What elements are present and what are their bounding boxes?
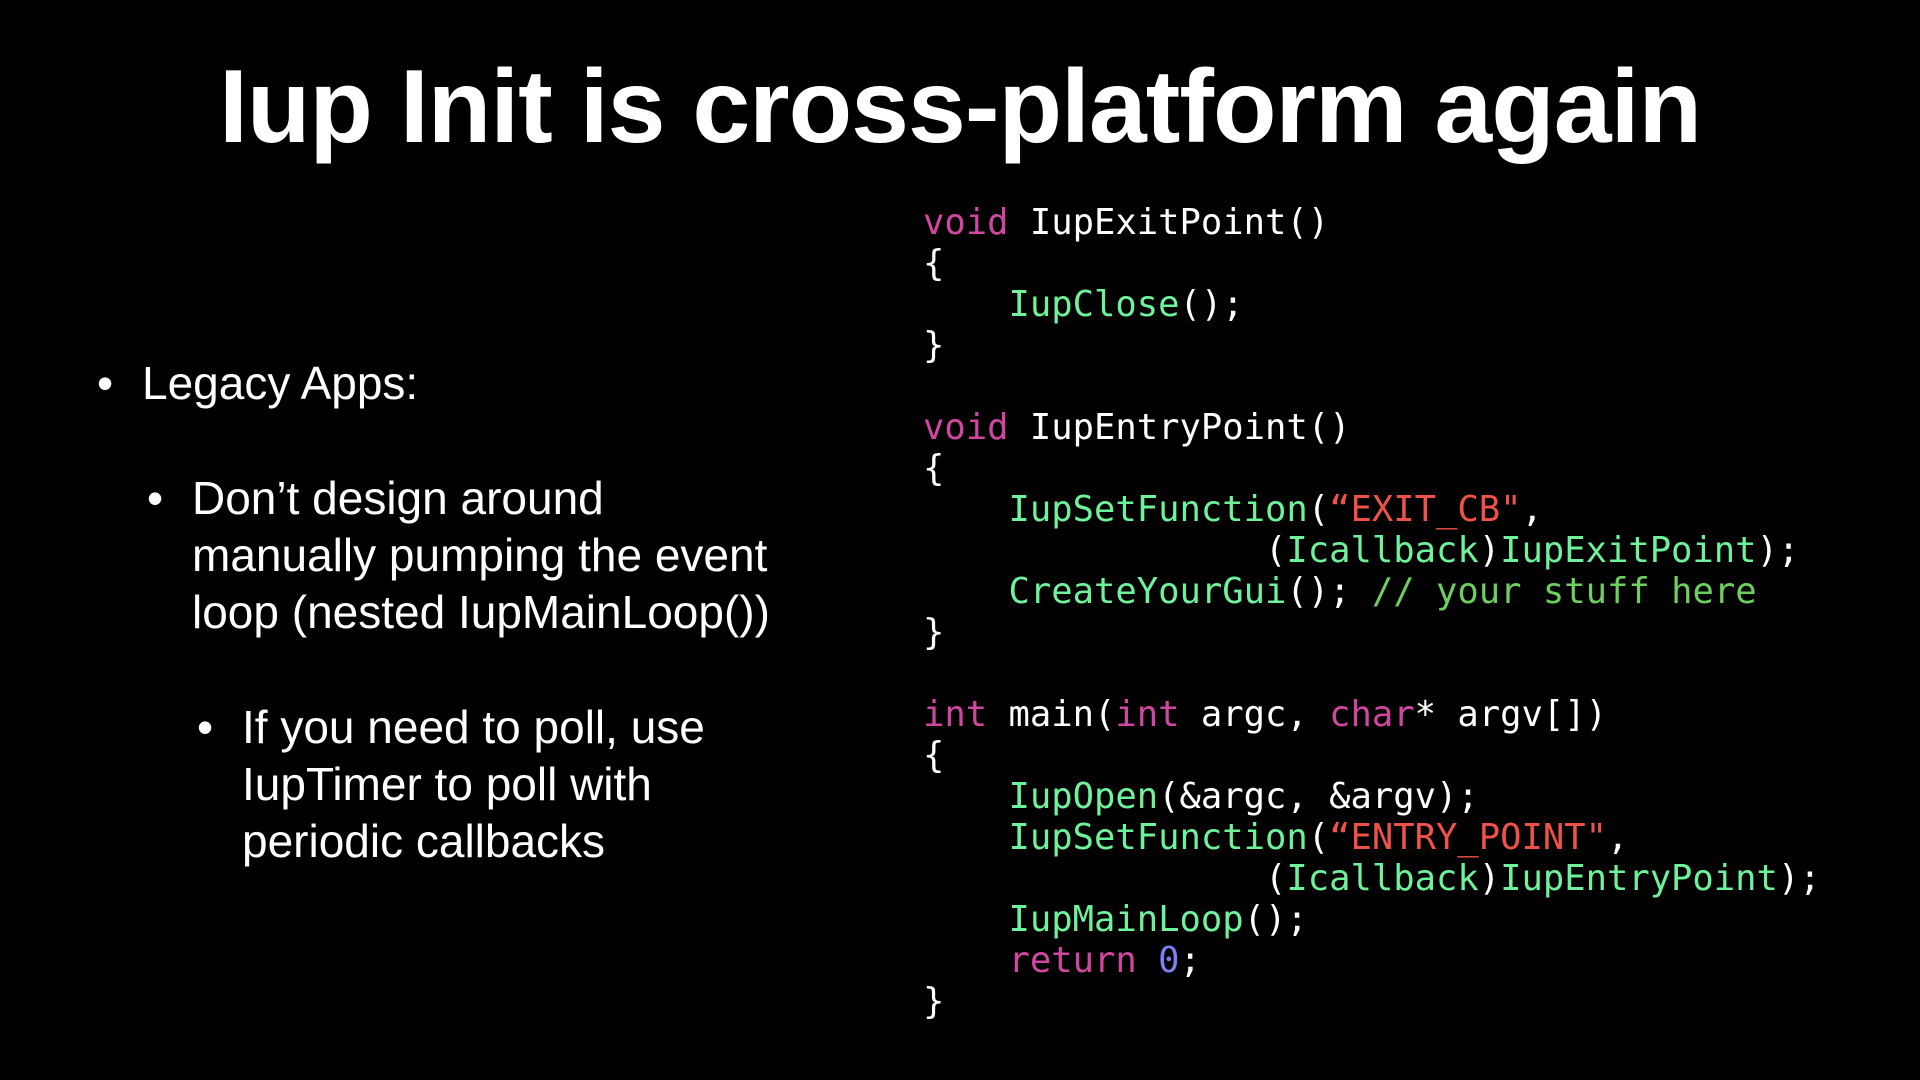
- code-line: (Icallback)IupExitPoint);: [923, 530, 1821, 571]
- bullet-event-loop: • Don’t design around manually pumping t…: [147, 470, 872, 641]
- code-token-fn: CreateYourGui: [1008, 571, 1287, 612]
- code-token-fn: IupExitPoint: [1500, 530, 1757, 571]
- code-line: IupSetFunction(“ENTRY_POINT",: [923, 817, 1821, 858]
- code-line: {: [923, 735, 1821, 776]
- bullet-text: Don’t design around manually pumping the…: [192, 472, 770, 638]
- code-line: [923, 366, 1821, 407]
- bullet-legacy-apps: • Legacy Apps:: [97, 355, 872, 412]
- code-line: (Icallback)IupEntryPoint);: [923, 858, 1821, 899]
- code-token-plain: (: [923, 530, 1287, 571]
- code-token-plain: {: [923, 448, 945, 489]
- code-token-plain: * argv[]): [1414, 694, 1607, 735]
- code-token-kw: int: [1115, 694, 1180, 735]
- code-token-plain: ,: [1606, 817, 1629, 858]
- code-line: return 0;: [923, 940, 1821, 981]
- code-token-kw: void: [923, 407, 1009, 448]
- code-token-plain: [923, 284, 1009, 325]
- code-token-plain: (: [923, 858, 1287, 899]
- code-line: [923, 653, 1821, 694]
- bullet-poll-timer: • If you need to poll, use IupTimer to p…: [197, 699, 872, 870]
- code-token-plain: [923, 817, 1009, 858]
- code-token-plain: (: [1307, 817, 1330, 858]
- code-token-fn: IupClose: [1008, 284, 1180, 325]
- code-line: }: [923, 981, 1821, 1022]
- code-block: void IupExitPoint(){ IupClose();}void Iu…: [923, 202, 1821, 1022]
- code-token-fn: IupSetFunction: [1008, 489, 1308, 530]
- code-token-plain: ): [1478, 530, 1501, 571]
- code-token-plain: [923, 489, 1009, 530]
- code-token-fn: IupOpen: [1008, 776, 1159, 817]
- code-token-fn: Icallback: [1286, 530, 1479, 571]
- code-token-plain: }: [923, 981, 945, 1022]
- code-token-kw: int: [923, 694, 988, 735]
- code-token-plain: [923, 899, 1009, 940]
- code-token-plain: [923, 776, 1009, 817]
- code-token-plain: }: [923, 325, 945, 366]
- code-token-plain: [1137, 940, 1158, 981]
- code-token-num: 0: [1158, 940, 1180, 981]
- code-token-plain: IupExitPoint(): [1008, 202, 1330, 243]
- code-token-plain: ): [1478, 858, 1501, 899]
- code-line: IupMainLoop();: [923, 899, 1821, 940]
- bullet-list: • Legacy Apps: • Don’t design around man…: [92, 355, 872, 870]
- bullet-text: Legacy Apps:: [142, 357, 419, 409]
- code-line: }: [923, 612, 1821, 653]
- code-line: void IupExitPoint(): [923, 202, 1821, 243]
- code-token-plain: );: [1777, 858, 1821, 899]
- code-token-plain: {: [923, 735, 945, 776]
- code-line: }: [923, 325, 1821, 366]
- code-token-fn: IupEntryPoint: [1500, 858, 1778, 899]
- code-line: void IupEntryPoint(): [923, 407, 1821, 448]
- bullet-dot-icon: •: [147, 472, 164, 524]
- code-token-plain: main(: [987, 694, 1116, 735]
- code-token-plain: ();: [1286, 571, 1372, 612]
- code-token-plain: }: [923, 612, 945, 653]
- code-token-plain: IupEntryPoint(): [1008, 407, 1351, 448]
- code-token-plain: );: [1756, 530, 1800, 571]
- code-line: {: [923, 448, 1821, 489]
- code-token-kw: void: [923, 202, 1009, 243]
- slide-title: Iup Init is cross-platform again: [219, 49, 1702, 165]
- code-line: IupClose();: [923, 284, 1821, 325]
- code-token-kw: return: [1008, 940, 1137, 981]
- code-token-cmt: // your stuff here: [1371, 571, 1757, 612]
- code-token-plain: (: [1307, 489, 1330, 530]
- code-token-plain: ,: [1521, 489, 1543, 530]
- bullet-dot-icon: •: [197, 701, 214, 753]
- code-line: IupSetFunction(“EXIT_CB",: [923, 489, 1821, 530]
- code-token-plain: argc,: [1179, 694, 1330, 735]
- code-token-plain: [923, 571, 1009, 612]
- code-token-plain: {: [923, 243, 945, 284]
- code-token-plain: (&argc, &argv);: [1158, 776, 1479, 817]
- bullet-dot-icon: •: [97, 357, 114, 409]
- code-token-kw: char: [1329, 694, 1415, 735]
- code-line: CreateYourGui(); // your stuff here: [923, 571, 1821, 612]
- code-token-plain: ();: [1179, 284, 1244, 325]
- code-token-fn: IupSetFunction: [1008, 817, 1308, 858]
- code-token-fn: Icallback: [1286, 858, 1479, 899]
- code-line: IupOpen(&argc, &argv);: [923, 776, 1821, 817]
- code-token-plain: ();: [1243, 899, 1308, 940]
- code-token-str: “EXIT_CB": [1329, 489, 1522, 530]
- code-line: {: [923, 243, 1821, 284]
- code-token-plain: ;: [1179, 940, 1201, 981]
- code-token-fn: IupMainLoop: [1008, 899, 1244, 940]
- code-token-str: “ENTRY_POINT": [1329, 817, 1607, 858]
- code-line: int main(int argc, char* argv[]): [923, 694, 1821, 735]
- code-token-plain: [923, 940, 1009, 981]
- bullet-text: If you need to poll, use IupTimer to pol…: [242, 701, 705, 867]
